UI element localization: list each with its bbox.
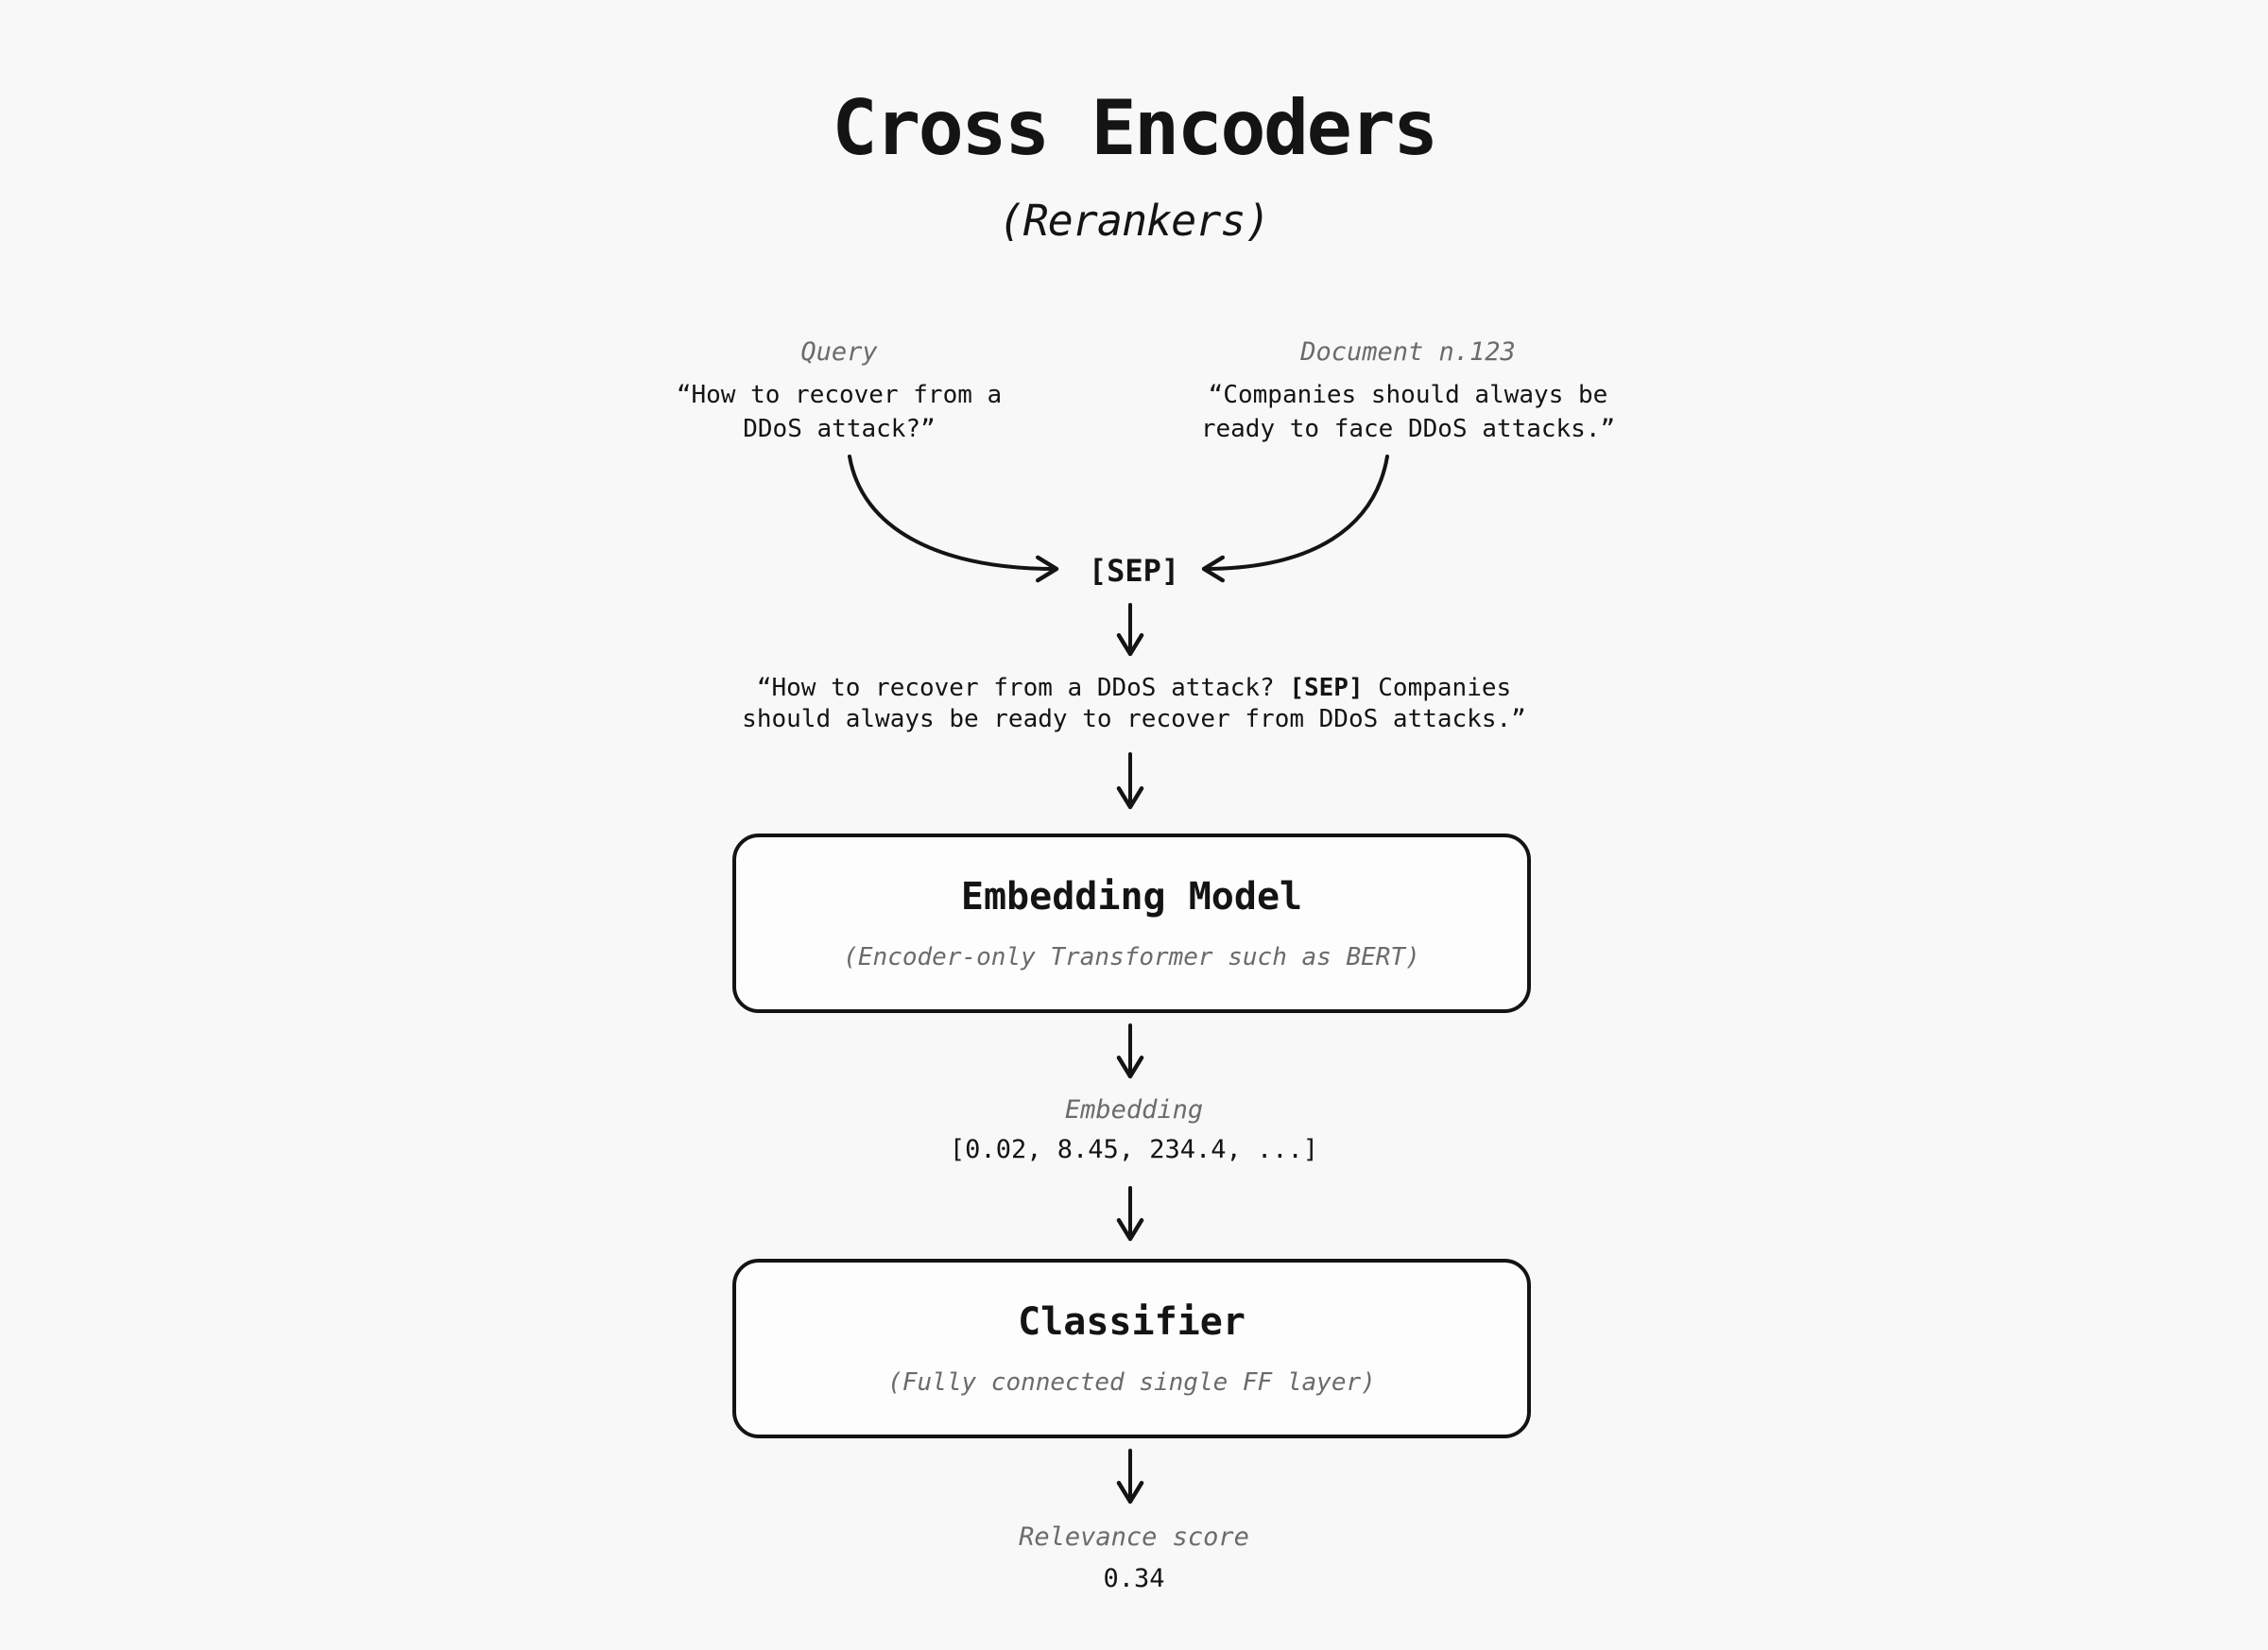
relevance-score-value: 0.34 [1103,1564,1165,1593]
query-node: Query “How to recover from a DDoS attack… [593,338,1085,446]
page-title: Cross Encoders [832,84,1438,172]
combined-input-text: “How to recover from a DDoS attack? [SEP… [0,673,2268,735]
combined-line1-pre: “How to recover from a DDoS attack? [756,674,1290,702]
embedding-vector-value: [0.02, 8.45, 234.4, ...] [949,1135,1319,1164]
query-label: Query [800,337,878,367]
embedding-model-box: Embedding Model (Encoder-only Transforme… [732,834,1531,1013]
combined-line-2: should always be ready to recover from D… [742,705,1526,733]
combined-line1-post: Companies [1363,674,1512,702]
document-node: Document n.123 “Companies should always … [1162,338,1654,446]
document-label: Document n.123 [1300,337,1516,367]
embedding-label: Embedding [1064,1095,1204,1125]
combined-line-1: “How to recover from a DDoS attack? [SEP… [0,673,2268,704]
embedding-model-subtitle: (Encoder-only Transformer such as BERT) [843,943,1420,971]
query-text: “How to recover from a DDoS attack?” [676,381,1003,443]
sep-token: [SEP] [1088,553,1180,589]
embedding-model-title: Embedding Model [960,875,1303,919]
document-text: “Companies should always be ready to fac… [1200,381,1616,443]
classifier-subtitle: (Fully connected single FF layer) [887,1368,1376,1397]
classifier-box: Classifier (Fully connected single FF la… [732,1259,1531,1438]
page-subtitle: (Rerankers) [998,196,1270,246]
combined-sep-token: [SEP] [1289,674,1364,702]
classifier-title: Classifier [1018,1300,1246,1344]
relevance-score-label: Relevance score [1019,1522,1249,1552]
